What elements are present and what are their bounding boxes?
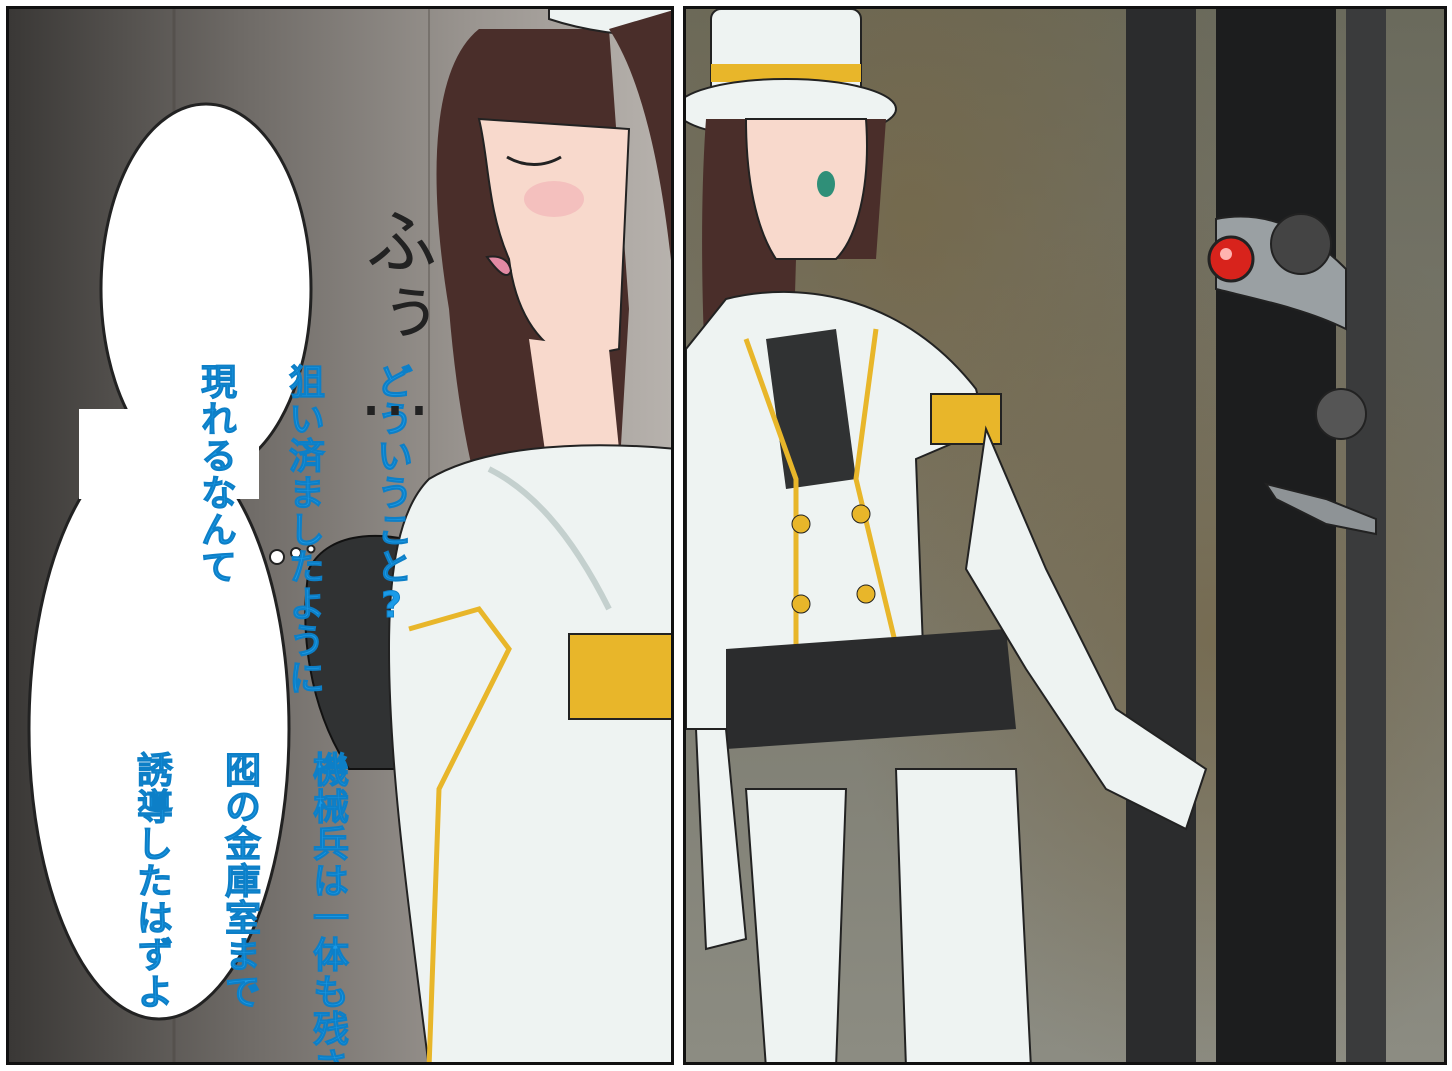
- right-panel-art: [686, 9, 1386, 1062]
- robot-joint: [1315, 388, 1367, 440]
- speech-text-top: どういうこと? 狙い済ましたように 現れるなんて: [149, 111, 457, 697]
- white-glove: [694, 728, 748, 951]
- mouth: [485, 255, 513, 276]
- jacket-button: [791, 514, 811, 534]
- jacket-gold-trim: [408, 606, 512, 1062]
- left-panel: どういうこと? 狙い済ましたように 現れるなんて 機械兵は一体も残さず 囮の金庫…: [6, 6, 674, 1065]
- white-jacket: [387, 444, 671, 1062]
- thought-dot: [269, 549, 285, 565]
- gold-armband: [930, 393, 1002, 445]
- jacket-button: [856, 584, 876, 604]
- jacket-button: [851, 504, 871, 524]
- robot-eye: [1207, 235, 1255, 283]
- robot-arm: [1263, 482, 1377, 536]
- jacket-button: [791, 594, 811, 614]
- sigh-sfx: ふぅ…: [353, 204, 437, 432]
- left-panel-art: [27, 9, 671, 1062]
- gold-armband: [568, 633, 671, 720]
- face: [744, 118, 868, 260]
- right-panel: [683, 6, 1447, 1065]
- white-boot: [894, 768, 1032, 1062]
- speech-line: 狙い済ましたように: [283, 363, 325, 697]
- doorway-shadow: [1216, 9, 1336, 1062]
- robot-fan: [1270, 213, 1332, 275]
- neck: [529, 339, 619, 479]
- door-frame: [1126, 9, 1196, 1062]
- bubble-join: [79, 409, 259, 499]
- thought-line: 誘導したはずよ: [131, 751, 173, 1011]
- jacket-fold: [487, 466, 612, 611]
- thought-dot: [290, 547, 302, 559]
- white-boot: [744, 788, 848, 1062]
- black-top: [766, 329, 856, 489]
- white-glove: [964, 425, 1208, 831]
- door-frame: [1346, 9, 1386, 1062]
- robot-eye-glint: [1220, 248, 1232, 260]
- hat-band: [711, 64, 861, 82]
- green-eye: [817, 171, 835, 197]
- thought-line: 機械兵は一体も残さず: [307, 751, 349, 1065]
- blush: [524, 181, 584, 217]
- closed-eye: [506, 155, 562, 166]
- speech-line: 現れるなんて: [195, 363, 237, 586]
- thought-text-bottom: 機械兵は一体も残さず 囮の金庫室まで 誘導したはずよ: [85, 499, 393, 1065]
- hair-front: [609, 10, 671, 261]
- black-skirt: [726, 629, 1016, 749]
- speech-line: どういうこと?: [371, 363, 413, 628]
- thought-line: 囮の金庫室まで: [219, 751, 261, 1011]
- white-jacket: [686, 290, 988, 730]
- thought-dot: [306, 544, 316, 554]
